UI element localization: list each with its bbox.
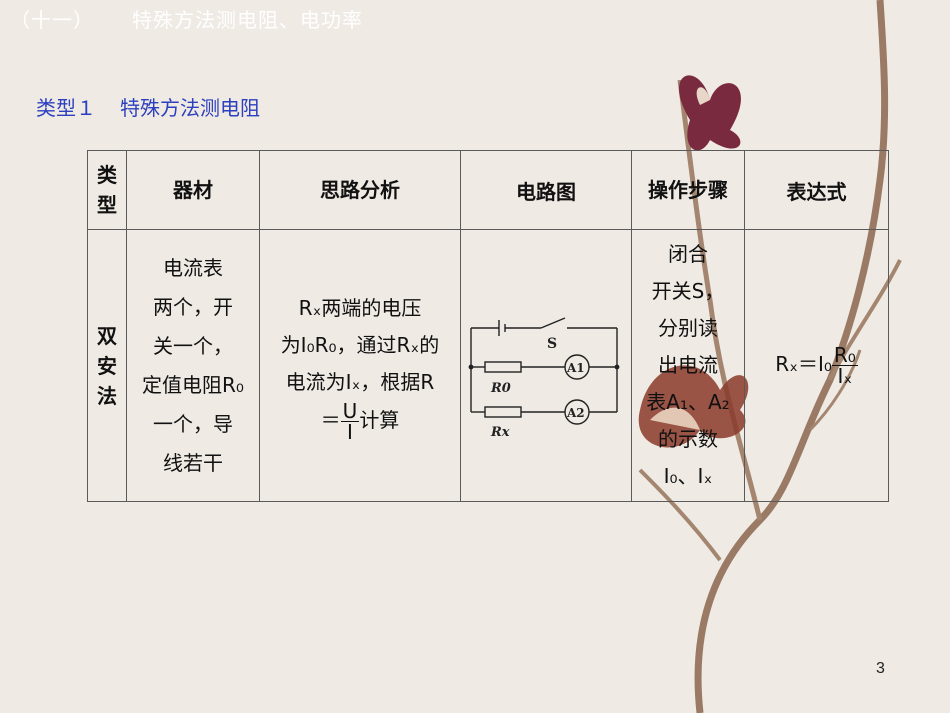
slide-title: （十一） 特殊方法测电阻、电功率 [10, 4, 363, 33]
materials-line: 线若干 [163, 450, 223, 475]
header-expression: 表达式 [744, 150, 889, 230]
analysis-line: Rₓ两端的电压 [298, 295, 422, 320]
steps-line: 表A₁、A₂ [646, 390, 730, 414]
steps-line: 闭合 [668, 242, 708, 266]
analysis-line: 为I₀R₀，通过Rₓ的 [280, 332, 440, 357]
steps-line: 分别读 [658, 316, 718, 340]
r0-label: R0 [490, 381, 511, 396]
table-row: 双安法 电流表 两个，开 关一个， 定值电阻R₀ 一个，导 线若干 Rₓ两端的电… [87, 229, 889, 502]
ammeter-a2-label: A2 [566, 406, 585, 420]
steps-line: I₀、Iₓ [663, 464, 713, 488]
ammeter-a1-label: A1 [566, 361, 585, 375]
materials-line: 关一个， [153, 333, 233, 358]
title-part-text: 特殊方法测电阻、电功率 [132, 8, 363, 32]
header-materials: 器材 [126, 150, 260, 230]
title-part-number: （十一） [10, 8, 94, 32]
section-title: 特殊方法测电阻 [120, 96, 260, 120]
cell-steps: 闭合 开关S， 分别读 出电流 表A₁、A₂ 的示数 I₀、Iₓ [631, 229, 745, 502]
section-heading: 类型１ 特殊方法测电阻 [36, 92, 260, 121]
page-number: 3 [876, 660, 885, 677]
table-header-row: 类型 器材 思路分析 电路图 操作步骤 表达式 [87, 150, 889, 230]
cell-type: 双安法 [87, 229, 127, 502]
method-table: 类型 器材 思路分析 电路图 操作步骤 表达式 双安法 电流表 两个，开 关一个… [87, 150, 889, 502]
cell-circuit-diagram: S R0 Rx A1 A2 [460, 229, 632, 502]
cell-materials: 电流表 两个，开 关一个， 定值电阻R₀ 一个，导 线若干 [126, 229, 260, 502]
circuit-diagram: S R0 Rx A1 A2 [468, 317, 620, 440]
steps-line: 出电流 [658, 353, 718, 377]
materials-line: 电流表 [163, 255, 223, 280]
butterfly-top [679, 75, 741, 151]
steps-line: 开关S， [651, 279, 725, 303]
materials-line: 一个，导 [153, 411, 233, 436]
rx-label: Rx [490, 425, 510, 438]
switch-label: S [547, 336, 557, 352]
header-steps: 操作步骤 [631, 150, 745, 230]
materials-line: 两个，开 [153, 294, 233, 319]
steps-line: 的示数 [658, 427, 718, 451]
materials-line: 定值电阻R₀ [142, 372, 244, 397]
expression-lhs: Rₓ＝I₀ [775, 352, 832, 376]
section-number: 类型１ [36, 96, 96, 120]
header-diagram: 电路图 [460, 150, 632, 230]
header-type: 类型 [87, 150, 127, 230]
analysis-line: 电流为Iₓ，根据R [285, 369, 435, 394]
header-analysis: 思路分析 [259, 150, 461, 230]
